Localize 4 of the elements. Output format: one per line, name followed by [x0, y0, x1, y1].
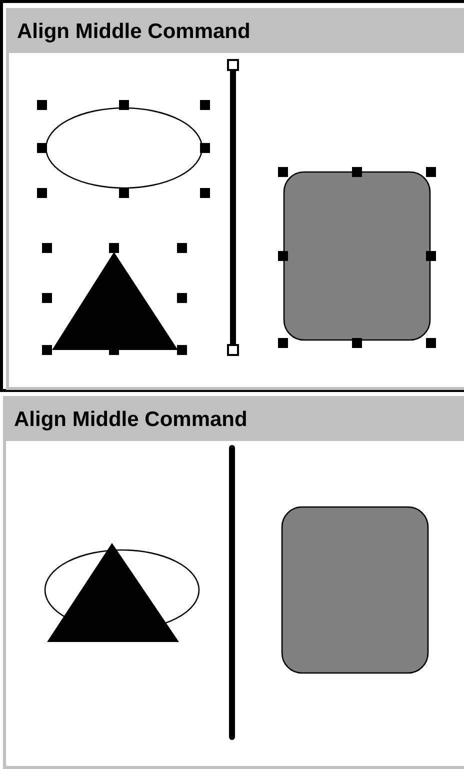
panel-title: Align Middle Command	[14, 408, 248, 432]
window-panel	[6, 8, 464, 390]
panel-title: Align Middle Command	[17, 20, 250, 44]
window-panel	[3, 396, 464, 769]
